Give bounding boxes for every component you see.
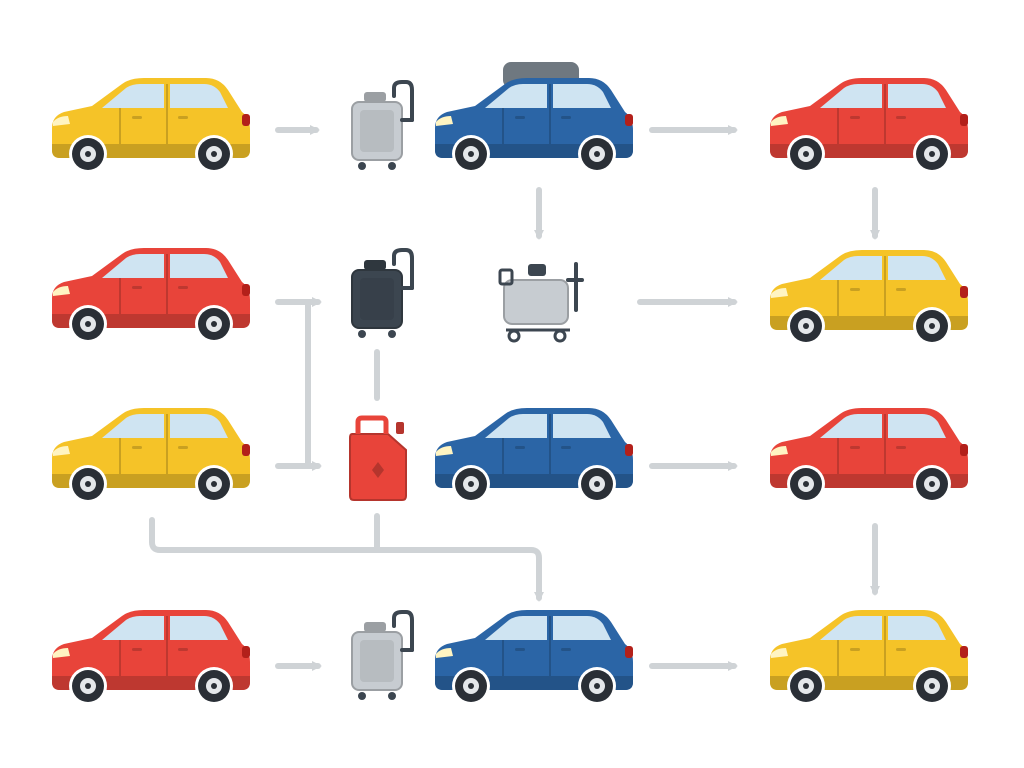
connector-car-r3-c1-to-car-r4-c3 bbox=[149, 517, 544, 602]
taillight-icon bbox=[960, 114, 968, 126]
wheel-icon bbox=[913, 135, 951, 173]
tank-icon-dark-equip-r2-c2 bbox=[351, 248, 414, 338]
car-icon-red-car-r4-c1 bbox=[52, 610, 250, 705]
wheel-icon bbox=[69, 135, 107, 173]
headlight-icon bbox=[436, 446, 453, 456]
wheel-icon bbox=[787, 307, 825, 345]
taillight-icon bbox=[625, 646, 633, 658]
car-window bbox=[820, 84, 882, 108]
wheel-icon bbox=[69, 667, 107, 705]
car-window bbox=[102, 414, 164, 438]
headlight-icon bbox=[771, 116, 788, 126]
headlight-icon bbox=[771, 446, 788, 456]
car-icon-yellow-car-r4-c4 bbox=[770, 610, 968, 705]
car-window bbox=[888, 256, 946, 280]
headlight-icon bbox=[771, 288, 788, 298]
car-icon-blue-car-r1-c3 bbox=[435, 62, 633, 173]
tank-icon-silver-equip-r4-c2 bbox=[351, 610, 414, 700]
headlight-icon bbox=[53, 446, 70, 456]
car-window bbox=[170, 616, 228, 640]
car-window bbox=[553, 84, 611, 108]
taillight-icon bbox=[625, 114, 633, 126]
wheel-icon bbox=[69, 465, 107, 503]
taillight-icon bbox=[960, 646, 968, 658]
car-window bbox=[553, 616, 611, 640]
wheel-icon bbox=[787, 667, 825, 705]
taillight-icon bbox=[242, 114, 250, 126]
car-window bbox=[170, 414, 228, 438]
car-window bbox=[102, 616, 164, 640]
headlight-icon bbox=[436, 648, 453, 658]
wheel-icon bbox=[578, 135, 616, 173]
car-window bbox=[170, 84, 228, 108]
wheel-icon bbox=[452, 465, 490, 503]
tank-icon-silver-equip-r1-c2 bbox=[351, 80, 414, 170]
wheel-icon bbox=[452, 135, 490, 173]
car-window bbox=[102, 254, 164, 278]
wheel-icon bbox=[69, 305, 107, 343]
taillight-icon bbox=[625, 444, 633, 456]
car-icon-red-car-r2-c1 bbox=[52, 248, 250, 343]
car-window bbox=[888, 414, 946, 438]
car-icon-red-car-r3-c4 bbox=[770, 408, 968, 503]
car-window bbox=[888, 616, 946, 640]
headlight-icon bbox=[53, 286, 70, 296]
machine-body bbox=[503, 279, 569, 325]
car-icon-blue-car-r3-c3 bbox=[435, 408, 633, 503]
wheel-icon bbox=[913, 667, 951, 705]
car-window bbox=[170, 254, 228, 278]
wheel-icon bbox=[913, 465, 951, 503]
machine-icon-silver-equip-r2-c3 bbox=[498, 262, 584, 343]
wheel-icon bbox=[452, 667, 490, 705]
car-icon-yellow-car-r1-c1 bbox=[52, 78, 250, 173]
connectors-layer bbox=[149, 125, 880, 671]
wheel-icon bbox=[195, 667, 233, 705]
car-window bbox=[485, 414, 547, 438]
car-icon-blue-car-r4-c3 bbox=[435, 610, 633, 705]
taillight-icon bbox=[242, 284, 250, 296]
taillight-icon bbox=[960, 444, 968, 456]
taillight-icon bbox=[242, 444, 250, 456]
car-window bbox=[820, 414, 882, 438]
car-window bbox=[820, 256, 882, 280]
headlight-icon bbox=[771, 648, 788, 658]
nodes-layer bbox=[52, 62, 968, 705]
wheel-icon bbox=[195, 135, 233, 173]
wheel-icon bbox=[913, 307, 951, 345]
car-window bbox=[102, 84, 164, 108]
jerrycan-icon-red-equip-r3-c2 bbox=[349, 415, 407, 501]
car-window bbox=[485, 84, 547, 108]
headlight-icon bbox=[53, 116, 70, 126]
taillight-icon bbox=[242, 646, 250, 658]
wheel-icon bbox=[578, 667, 616, 705]
car-window bbox=[820, 616, 882, 640]
wheel-icon bbox=[787, 135, 825, 173]
wheel-icon bbox=[195, 305, 233, 343]
car-icon-yellow-car-r3-c1 bbox=[52, 408, 250, 503]
wheel-icon bbox=[195, 465, 233, 503]
car-icon-yellow-car-r2-c4 bbox=[770, 250, 968, 345]
car-window bbox=[485, 616, 547, 640]
car-window bbox=[888, 84, 946, 108]
headlight-icon bbox=[436, 116, 453, 126]
taillight-icon bbox=[960, 286, 968, 298]
car-window bbox=[553, 414, 611, 438]
wheel-icon bbox=[787, 465, 825, 503]
headlight-icon bbox=[53, 648, 70, 658]
wheel-icon bbox=[578, 465, 616, 503]
car-icon-red-car-r1-c4 bbox=[770, 78, 968, 173]
